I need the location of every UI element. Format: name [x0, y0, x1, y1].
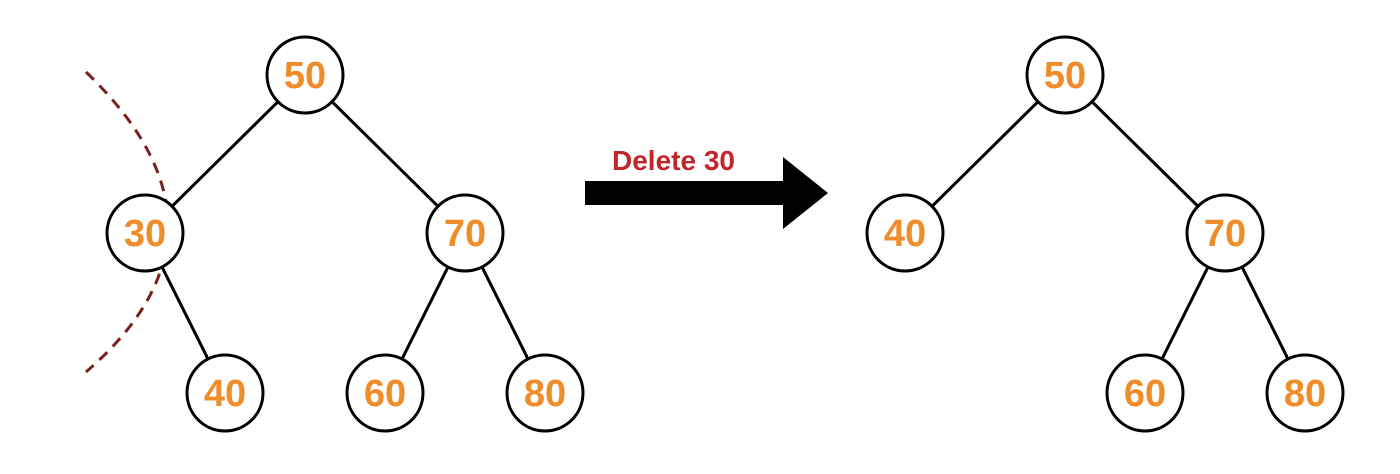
tree-node-70: 70	[425, 193, 505, 273]
tree-node-30: 30	[105, 193, 185, 273]
node-label: 50	[1044, 55, 1086, 97]
node-label: 80	[1284, 373, 1326, 415]
node-label: 80	[524, 373, 566, 415]
node-circle	[265, 35, 345, 115]
node-circle	[865, 193, 945, 273]
node-circle	[105, 193, 185, 273]
node-label: 30	[124, 213, 166, 255]
tree-node-60: 60	[1105, 353, 1185, 433]
tree-node-70: 70	[1185, 193, 1265, 273]
tree-node-50: 50	[265, 35, 345, 115]
node-circle	[1265, 353, 1345, 433]
node-label: 60	[1124, 373, 1166, 415]
tree-node-50: 50	[1025, 35, 1105, 115]
arrow-shape	[585, 157, 828, 229]
node-label: 40	[884, 213, 926, 255]
before-tree: 50 30 70 40 60 80	[105, 35, 585, 433]
operation-label: Delete 30	[612, 145, 735, 176]
node-circle	[1105, 353, 1185, 433]
node-circle	[185, 353, 265, 433]
node-label: 70	[1204, 213, 1246, 255]
node-label: 50	[284, 55, 326, 97]
node-circle	[345, 353, 425, 433]
operation-arrow: Delete 30	[585, 145, 828, 229]
tree-node-80: 80	[505, 353, 585, 433]
node-label: 60	[364, 373, 406, 415]
node-circle	[1185, 193, 1265, 273]
after-tree: 50 40 70 60 80	[865, 35, 1345, 433]
tree-node-40: 40	[185, 353, 265, 433]
tree-node-60: 60	[345, 353, 425, 433]
node-circle	[425, 193, 505, 273]
node-circle	[1025, 35, 1105, 115]
node-label: 40	[204, 373, 246, 415]
node-circle	[505, 353, 585, 433]
node-label: 70	[444, 213, 486, 255]
tree-node-80: 80	[1265, 353, 1345, 433]
tree-node-40: 40	[865, 193, 945, 273]
